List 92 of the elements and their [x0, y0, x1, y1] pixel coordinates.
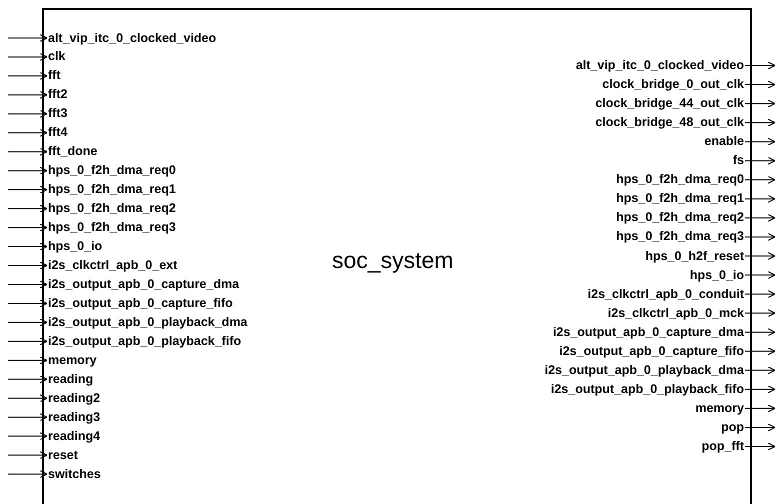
port-label: i2s_output_apb_0_capture_dma [48, 276, 240, 292]
port-label: alt_vip_itc_0_clocked_video [576, 58, 744, 73]
port-label: i2s_output_apb_0_playback_dma [544, 362, 744, 378]
port-label: reading2 [48, 390, 100, 406]
port-label: hps_0_f2h_dma_req3 [48, 220, 176, 236]
port-label: clock_bridge_0_out_clk [602, 77, 744, 92]
port-arrow [744, 385, 776, 394]
port-arrow [744, 309, 776, 318]
port-label: alt_vip_itc_0_clocked_video [48, 30, 216, 46]
port-label: memory [48, 352, 97, 368]
port-arrow [8, 356, 48, 364]
port-arrow [8, 110, 48, 118]
port-label: pop_fft [702, 439, 744, 454]
port-arrow [8, 166, 48, 175]
port-arrow [8, 204, 48, 213]
port-arrow [8, 432, 48, 440]
port-label: hps_0_f2h_dma_req2 [48, 201, 176, 216]
port-arrow [8, 375, 48, 384]
port-label: fs [732, 153, 744, 168]
port-arrow [744, 80, 776, 89]
port-arrow [8, 72, 48, 80]
port-arrow [8, 186, 48, 194]
port-label: clock_bridge_44_out_clk [595, 96, 744, 112]
port-label: switches [48, 466, 101, 482]
port-arrow [744, 366, 776, 374]
port-arrow [744, 404, 776, 412]
port-arrow [8, 299, 48, 308]
port-label: reading4 [48, 428, 100, 444]
port-label: i2s_output_apb_0_playback_dma [48, 314, 248, 330]
port-arrow [744, 100, 776, 108]
port-arrow [744, 328, 776, 336]
port-arrow [8, 90, 48, 99]
port-label: i2s_clkctrl_apb_0_mck [608, 306, 744, 321]
port-arrow [8, 280, 48, 288]
port-label: hps_0_f2h_dma_req0 [48, 163, 176, 178]
port-label: fft2 [48, 87, 68, 102]
port-arrow [8, 451, 48, 460]
port-arrow [8, 413, 48, 422]
port-label: hps_0_f2h_dma_req1 [616, 191, 744, 206]
port-label: hps_0_io [48, 239, 102, 254]
port-arrow [8, 470, 48, 478]
port-arrow [8, 242, 48, 251]
port-arrow [744, 156, 776, 165]
port-arrow [8, 394, 48, 402]
port-label: reading [48, 372, 94, 387]
port-label: pop [721, 420, 744, 435]
port-arrow [744, 290, 776, 298]
port-label: i2s_output_apb_0_playback_fifo [550, 382, 744, 397]
port-arrow [8, 224, 48, 232]
port-label: fft3 [48, 106, 68, 122]
block-title: soc_system [332, 246, 454, 274]
port-label: clock_bridge_48_out_clk [595, 115, 744, 130]
port-arrow [744, 214, 776, 222]
port-arrow [744, 61, 776, 70]
port-label: hps_0_io [690, 268, 744, 283]
port-arrow [744, 176, 776, 184]
port-label: memory [695, 400, 744, 416]
port-arrow [8, 34, 48, 42]
port-label: fft_done [48, 144, 98, 160]
port-arrow [744, 194, 776, 203]
port-label: i2s_clkctrl_apb_0_conduit [588, 286, 744, 302]
port-label: reading3 [48, 410, 100, 425]
port-arrow [744, 347, 776, 356]
port-arrow [8, 337, 48, 346]
port-label: fft [48, 68, 60, 84]
port-label: i2s_output_apb_0_capture_fifo [48, 296, 233, 311]
port-arrow [8, 52, 48, 61]
port-label: hps_0_f2h_dma_req2 [616, 210, 744, 226]
port-arrow [744, 271, 776, 280]
block-box [42, 8, 752, 504]
port-arrow [8, 262, 48, 270]
port-label: hps_0_h2f_reset [645, 248, 744, 264]
port-label: i2s_output_apb_0_playback_fifo [48, 334, 242, 349]
port-label: hps_0_f2h_dma_req0 [616, 172, 744, 188]
port-label: clk [48, 49, 66, 64]
port-arrow [8, 318, 48, 326]
port-label: i2s_output_apb_0_capture_fifo [559, 344, 744, 359]
port-arrow [744, 138, 776, 146]
port-label: hps_0_f2h_dma_req1 [48, 182, 176, 198]
port-arrow [744, 232, 776, 241]
port-label: reset [48, 448, 78, 463]
port-arrow [8, 148, 48, 156]
port-arrow [744, 118, 776, 127]
port-label: fft4 [48, 125, 68, 140]
port-arrow [8, 128, 48, 137]
port-label: enable [704, 134, 744, 150]
port-arrow [744, 423, 776, 432]
port-label: i2s_output_apb_0_capture_dma [552, 324, 744, 340]
port-arrow [744, 252, 776, 260]
port-label: i2s_clkctrl_apb_0_ext [48, 258, 178, 274]
port-arrow [744, 442, 776, 451]
port-label: hps_0_f2h_dma_req3 [616, 229, 744, 244]
